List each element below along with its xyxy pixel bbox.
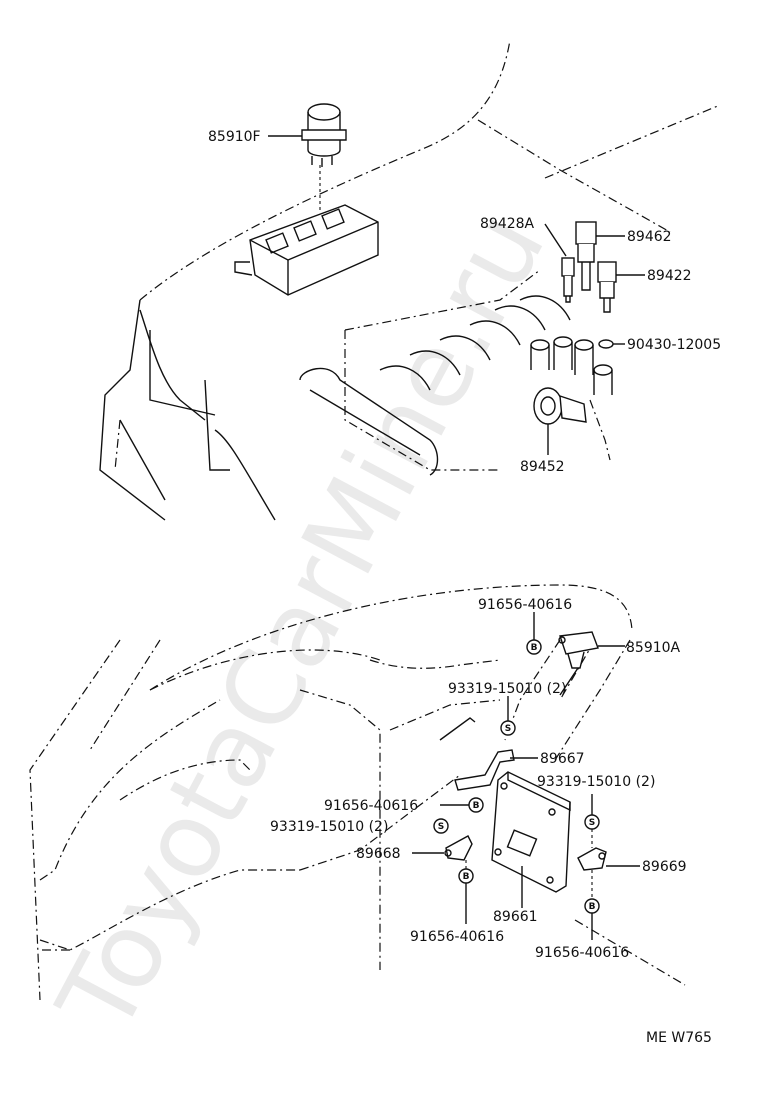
label-91656-bottom-right: 91656-40616 xyxy=(535,945,629,961)
screw-symbol-left xyxy=(433,818,449,834)
label-85910a: 85910A xyxy=(626,640,681,656)
sensor-89462 xyxy=(575,221,597,291)
label-90430-12005: 90430-12005 xyxy=(627,337,721,353)
ecu-89661 xyxy=(491,771,571,893)
label-93319-left: 93319-15010 (2) xyxy=(270,819,388,835)
label-89422: 89422 xyxy=(647,268,692,284)
label-89452: 89452 xyxy=(520,459,565,475)
label-89669: 89669 xyxy=(642,859,687,875)
relay-85910f xyxy=(301,103,347,167)
relay-block xyxy=(234,204,379,296)
bracket-89667 xyxy=(454,749,515,791)
label-91656-left: 91656-40616 xyxy=(324,798,418,814)
label-91656-bottom-left: 91656-40616 xyxy=(410,929,504,945)
label-89661: 89661 xyxy=(493,909,538,925)
screw-symbol-label: S xyxy=(505,724,511,734)
bolt-symbol-label: B xyxy=(463,872,470,882)
engine-bay-illustration xyxy=(99,39,721,521)
label-85910f: 85910F xyxy=(208,129,261,145)
figure-code: ME W765 xyxy=(646,1030,712,1046)
sensor-89452 xyxy=(533,387,587,425)
label-89428a: 89428A xyxy=(480,216,535,232)
relay-85910a xyxy=(558,631,599,669)
bracket-89668 xyxy=(444,835,473,861)
bolt-symbol-label: B xyxy=(589,902,596,912)
screw-symbol-label: S xyxy=(589,818,595,828)
bracket-89669 xyxy=(577,847,607,871)
gasket-90430 xyxy=(598,339,614,349)
screw-symbol-label: S xyxy=(438,822,444,832)
label-89462: 89462 xyxy=(627,229,672,245)
sensor-89428a xyxy=(561,257,575,303)
sensor-89422 xyxy=(597,261,617,313)
label-93319-right: 93319-15010 (2) xyxy=(537,774,655,790)
bolt-symbol-label: B xyxy=(473,801,480,811)
bolt-symbol-label: B xyxy=(531,643,538,653)
label-91656-top: 91656-40616 xyxy=(478,597,572,613)
cabin-illustration: B S B S xyxy=(29,584,686,1001)
label-93319-top: 93319-15010 (2) xyxy=(448,681,566,697)
label-89668: 89668 xyxy=(356,846,401,862)
label-89667: 89667 xyxy=(540,751,585,767)
